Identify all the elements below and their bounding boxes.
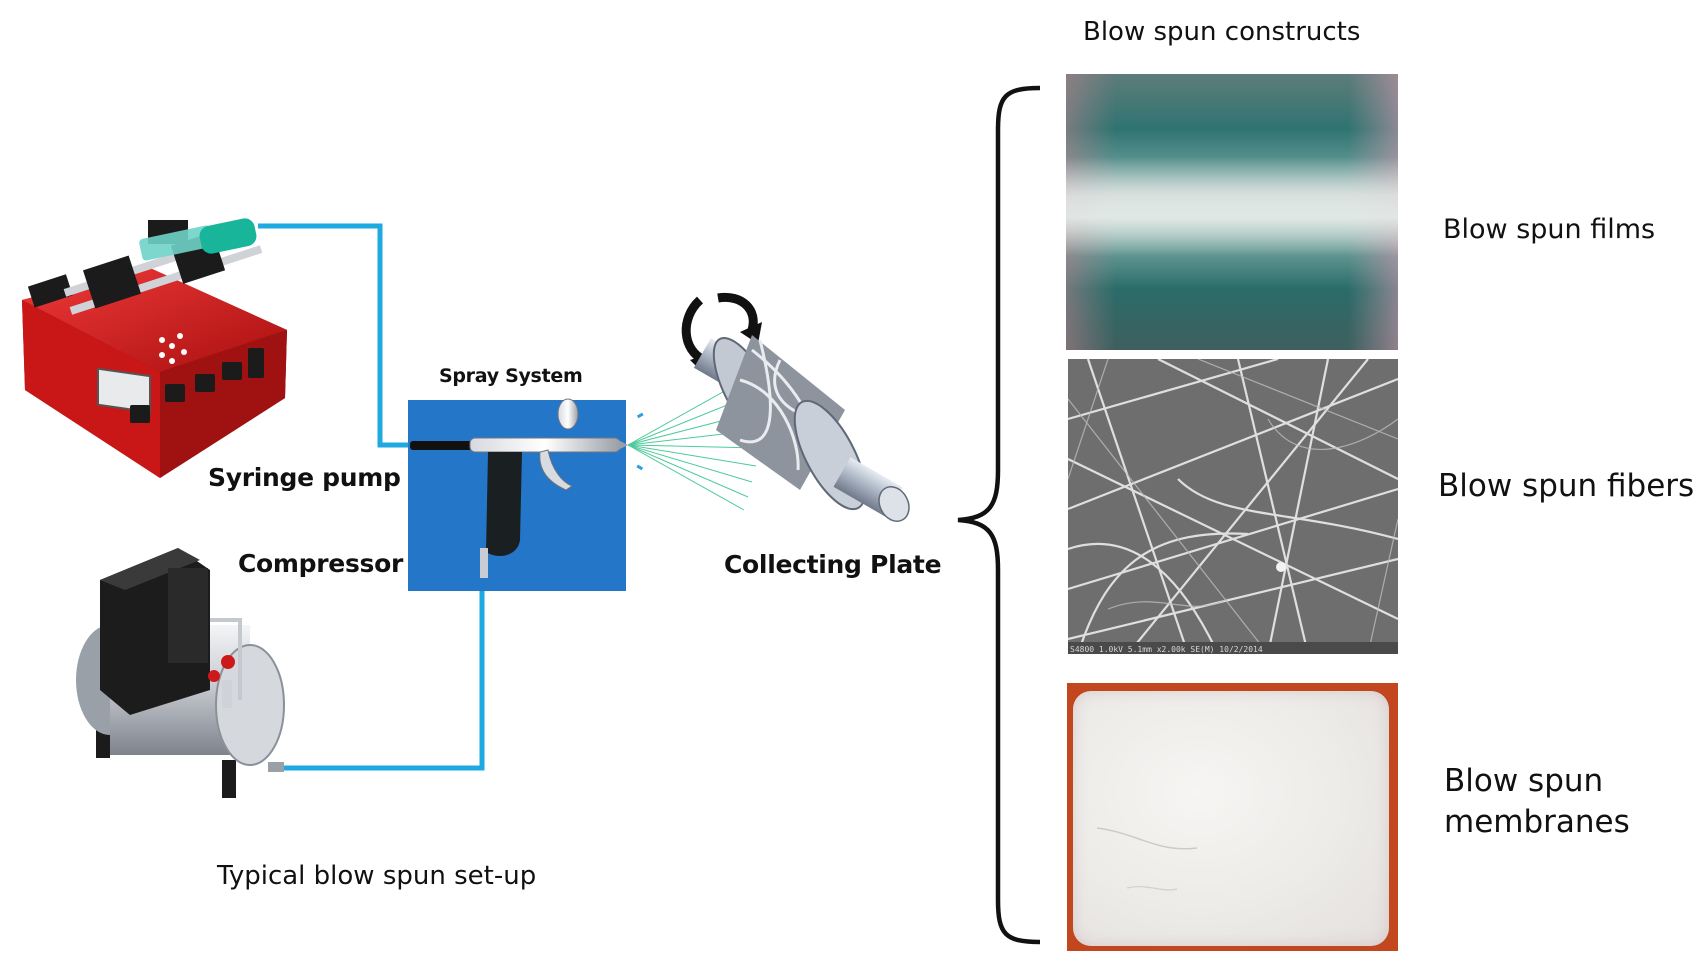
films-photo [1066, 74, 1398, 350]
tubing [258, 223, 485, 771]
collecting-plate-label: Collecting Plate [724, 550, 942, 579]
membrane-creases [1096, 827, 1198, 891]
membranes-label-line1: Blow spun [1444, 763, 1604, 799]
membrane-sheet [1073, 691, 1389, 946]
constructs-title: Blow spun constructs [1083, 17, 1361, 47]
membranes-photo [1067, 683, 1398, 951]
compressor-label: Compressor [238, 549, 404, 578]
membranes-label: Blow spun membranes [1444, 761, 1630, 843]
spray-system-label: Spray System [439, 365, 583, 387]
membranes-label-line2: membranes [1444, 804, 1630, 840]
collecting-plate-image [681, 292, 910, 522]
sem-caption: S4800 1.0kV 5.1mm x2.00k SE(M) 10/2/2014 [1070, 645, 1263, 654]
spray-droplets [636, 412, 644, 471]
fibers-sem-photo: S4800 1.0kV 5.1mm x2.00k SE(M) 10/2/2014 [1068, 359, 1398, 654]
fiber-strands: S4800 1.0kV 5.1mm x2.00k SE(M) 10/2/2014 [1068, 359, 1398, 654]
films-label: Blow spun films [1443, 214, 1656, 245]
syringe-pump-label: Syringe pump [208, 463, 401, 492]
compressor-image [76, 548, 285, 798]
setup-caption: Typical blow spun set-up [217, 861, 537, 891]
fibers-label: Blow spun fibers [1438, 468, 1695, 504]
spray-system-image [408, 398, 628, 591]
constructs-brace [957, 85, 1041, 945]
syringe-pump-image [22, 218, 287, 478]
